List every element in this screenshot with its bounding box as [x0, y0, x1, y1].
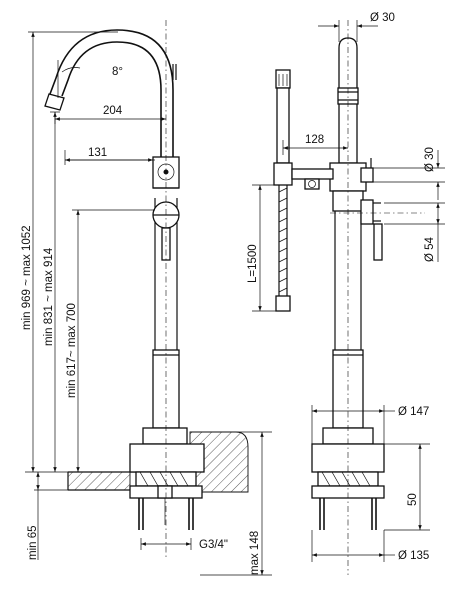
faucet-handles — [360, 158, 383, 261]
dim-dia-54: Ø 54 — [330, 202, 445, 262]
dim-max-148: max 148 — [198, 431, 272, 576]
dim-reach-131: 131 — [64, 147, 153, 165]
label-hand-shower-128: 128 — [305, 134, 324, 146]
dim-height-700: min 617~ max 700 — [66, 209, 155, 472]
dim-height-914: min 831 ~ max 914 — [43, 112, 57, 472]
label-dia-147: Ø 147 — [398, 406, 429, 418]
label-reach-131: 131 — [88, 147, 107, 159]
label-min-65: min 65 — [27, 525, 39, 560]
side-view: 8° 204 131 min 969 ~ max 1052 min 831 ~ … — [21, 20, 272, 576]
label-max-148: max 148 — [249, 531, 261, 575]
label-reach-204: 204 — [103, 105, 123, 117]
label-dia-54: Ø 54 — [424, 236, 436, 262]
dim-dia-30-side: Ø 30 — [371, 147, 445, 200]
dim-dia-135: Ø 135 — [311, 530, 429, 562]
label-height-1052: min 969 ~ max 1052 — [21, 225, 33, 330]
dim-base-50: 50 — [384, 443, 430, 531]
dim-thread: G3/4" — [140, 538, 228, 551]
label-height-914: min 831 ~ max 914 — [43, 247, 55, 346]
front-view: Ø 30 128 Ø 30 Ø 54 — [247, 12, 445, 575]
faucet-spout — [44, 29, 177, 157]
label-dia-30-side: Ø 30 — [424, 147, 436, 172]
faucet-body — [129, 156, 205, 473]
dim-min-65: min 65 — [27, 472, 40, 560]
label-hose-length: L=1500 — [247, 244, 259, 283]
dim-spout-angle: 8° — [57, 60, 123, 98]
label-thread: G3/4" — [199, 539, 228, 551]
dim-hand-shower-128: 128 — [282, 134, 348, 155]
label-dia-135: Ø 135 — [398, 550, 429, 562]
hand-shower — [273, 69, 334, 190]
label-base-50: 50 — [407, 493, 419, 506]
dim-reach-204: 204 — [54, 105, 166, 124]
shower-hose — [275, 185, 291, 312]
dim-height-1052: min 969 ~ max 1052 — [21, 32, 35, 472]
dim-hose-length: L=1500 — [247, 184, 276, 312]
dim-dia-147: Ø 147 — [311, 405, 429, 444]
dim-dia-30-top: Ø 30 — [318, 12, 395, 42]
label-height-700: min 617~ max 700 — [66, 303, 78, 398]
label-spout-angle: 8° — [112, 66, 123, 78]
label-dia-30-top: Ø 30 — [370, 12, 395, 24]
